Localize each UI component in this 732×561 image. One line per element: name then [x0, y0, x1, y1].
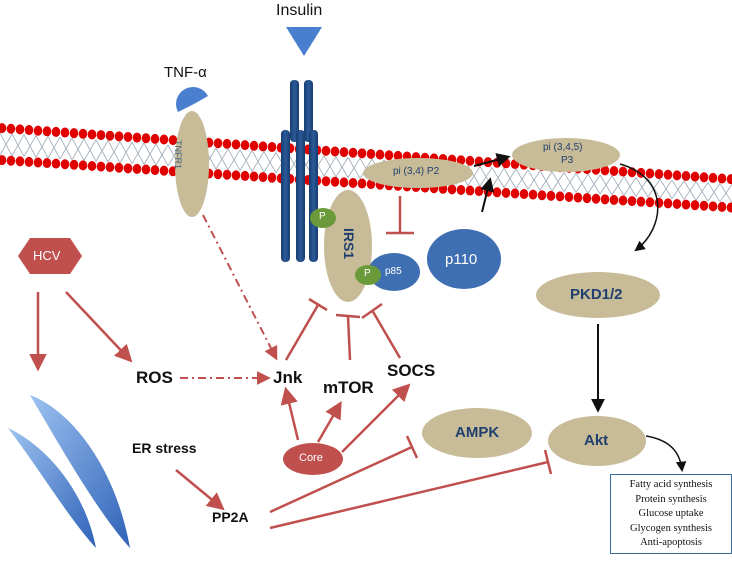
tnfr1-receptor	[175, 111, 209, 217]
tnf-alpha-label: TNF-α	[164, 64, 207, 81]
cell-membrane	[0, 123, 732, 213]
pip3-oval	[512, 138, 620, 172]
akt-oval	[548, 416, 646, 466]
insulin-ligand-icon	[286, 27, 322, 56]
hcv-label: HCV	[33, 248, 61, 263]
p110-label: p110	[445, 251, 478, 268]
core-to-socs-arrow	[341, 383, 411, 453]
pip3-to-pkd-arrow	[619, 163, 659, 252]
pip3-label-line2: P3	[561, 155, 574, 166]
outcome-item: Glycogen synthesis	[630, 522, 712, 534]
tnfr1-to-jnk-arrow	[202, 214, 278, 361]
pip3-label-line1: pi (3,4,5)	[543, 142, 583, 153]
ampk-label: AMPK	[455, 424, 500, 441]
er-membrane-shapes	[8, 395, 130, 548]
phospho-upper-label: P	[319, 211, 326, 222]
outcome-item: Protein synthesis	[635, 493, 707, 505]
core-to-jnk-arrow	[280, 386, 300, 441]
insulin-receptor	[281, 80, 318, 262]
outcome-item: Fatty acid synthesis	[629, 479, 713, 490]
irs1-label: IRS1	[341, 228, 357, 260]
phospho-upper-oval	[310, 208, 336, 228]
tnfr1-label: TNFR1	[173, 140, 183, 169]
er-to-pp2a-arrow	[175, 469, 225, 511]
pip2-oval	[363, 158, 473, 188]
pp2a-label: PP2A	[212, 509, 249, 525]
p110-to-pip3-arrow	[480, 177, 495, 213]
p110-oval	[427, 229, 501, 289]
ros-label: ROS	[136, 368, 173, 387]
insulin-label: Insulin	[276, 2, 323, 19]
mtor-label: mTOR	[323, 378, 374, 397]
outcome-item: Glucose uptake	[638, 508, 704, 519]
akt-to-outcomes-arrow	[645, 435, 687, 473]
p85-oval	[368, 253, 420, 291]
phospho-lower-label: P	[364, 268, 371, 279]
jnk-label: Jnk	[273, 368, 303, 387]
core-label: Core	[299, 452, 323, 464]
outcomes-box: Fatty acid synthesis Protein synthesis G…	[610, 474, 732, 554]
pkd-label: PKD1/2	[570, 286, 623, 303]
p85-label: p85	[385, 266, 402, 277]
socs-label: SOCS	[387, 361, 436, 380]
phospho-lower-oval	[355, 265, 381, 285]
hcv-hexagon	[18, 238, 82, 274]
er-stress-label: ER stress	[132, 440, 197, 456]
core-to-mtor-arrow	[316, 400, 342, 443]
tnf-alpha-ligand-icon	[176, 87, 208, 112]
pip2-to-pip3-arrow	[473, 153, 511, 167]
pkd-oval	[536, 272, 660, 318]
irs1-inhibition-lines	[284, 196, 414, 361]
pip2-label: pi (3,4) P2	[393, 166, 440, 177]
pp2a-inhibition-lines	[269, 435, 553, 530]
membrane-beads	[0, 123, 732, 213]
hcv-to-ros-arrow	[65, 291, 133, 363]
outcome-item: Anti-apoptosis	[640, 537, 702, 548]
akt-label: Akt	[584, 432, 609, 449]
ampk-oval	[422, 408, 532, 458]
core-oval	[283, 443, 343, 475]
